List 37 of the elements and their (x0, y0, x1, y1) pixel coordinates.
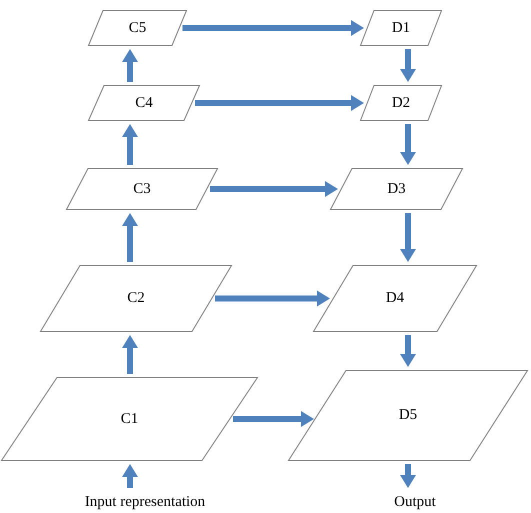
parallelogram-box (313, 265, 477, 332)
arrow (400, 464, 416, 488)
box-label: D4 (386, 290, 404, 307)
arrow (215, 290, 330, 306)
arrow (182, 20, 364, 36)
box-label: C2 (127, 290, 145, 307)
box-label: C5 (128, 20, 146, 36)
box-label: D3 (387, 180, 406, 198)
parallelogram-box (88, 10, 187, 46)
arrow (400, 335, 416, 367)
parallelogram-box (360, 85, 442, 121)
parallelogram-box (40, 265, 232, 332)
text-label: Output (394, 494, 436, 510)
box-label: C4 (135, 94, 153, 112)
box-label: D2 (392, 94, 410, 112)
arrow (400, 124, 416, 165)
box-label: D1 (392, 20, 410, 36)
box-label: C1 (120, 410, 138, 428)
arrow (122, 213, 138, 262)
arrow (122, 124, 138, 165)
parallelogram-box (288, 370, 528, 461)
arrow (233, 411, 314, 427)
arrow (195, 95, 364, 111)
parallelogram-box (360, 10, 442, 46)
parallelogram-box (88, 85, 200, 121)
arrow (122, 49, 138, 82)
arrow (400, 49, 416, 82)
arrow (400, 213, 416, 262)
arrow (122, 464, 138, 488)
parallelogram-box (66, 168, 218, 210)
parallelogram-box (330, 168, 463, 210)
arrow (210, 181, 338, 197)
parallelogram-box (1, 377, 258, 461)
arrow (122, 335, 138, 374)
box-label: C3 (133, 180, 151, 198)
box-label: D5 (398, 407, 418, 424)
text-label: Input representation (84, 494, 206, 510)
